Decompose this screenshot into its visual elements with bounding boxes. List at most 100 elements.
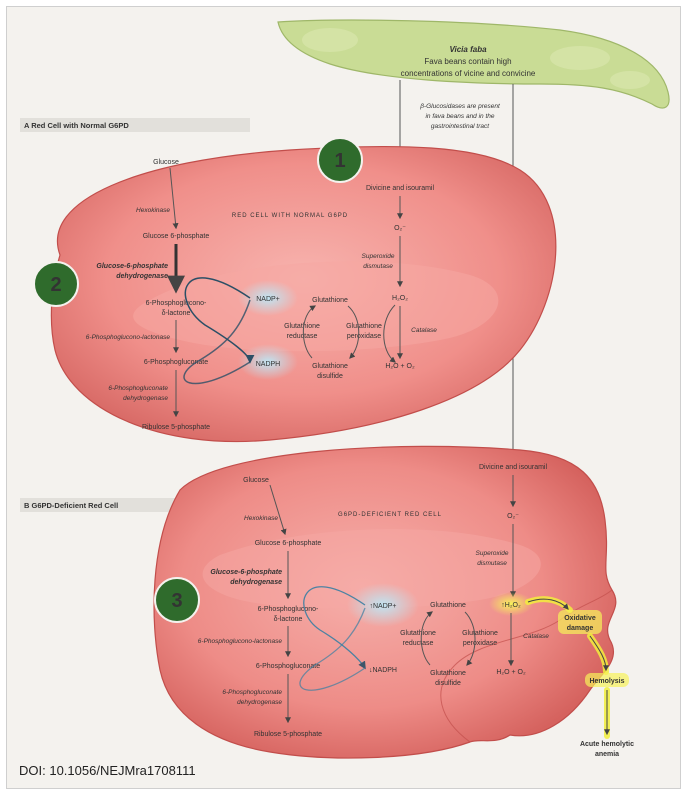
a-arrow-glucose <box>169 167 179 230</box>
b-hemolysis-box <box>585 673 629 687</box>
b-sod-1: Superoxide <box>476 550 509 557</box>
a-pg: 6-Phosphogluconate <box>144 359 208 366</box>
a-gr-2: reductase <box>287 333 318 340</box>
b-catalase: Catalase <box>523 633 549 640</box>
panel-b-header: B G6PD-Deficient Red Cell <box>24 501 118 510</box>
a-divicine: Divicine and isouramil <box>366 185 435 192</box>
b-sod-2: dismutase <box>477 560 507 567</box>
a-lactone-2: δ-lactone <box>162 310 191 317</box>
b-arrow-gr <box>420 611 433 666</box>
a-gr-1: Glutathione <box>284 323 320 330</box>
a-lactone-1: 6-Phosphoglucono- <box>146 300 207 307</box>
b-gd-2: disulfide <box>435 680 461 687</box>
cell-b-fold <box>440 589 613 743</box>
a-nadp: NADP+ <box>256 296 280 303</box>
a-pgd-2: dehydrogenase <box>123 395 168 402</box>
a-catalase: Catalase <box>411 327 437 334</box>
fava-line-1: Fava beans contain high <box>424 57 511 66</box>
b-gd-1: Glutathione <box>430 670 466 677</box>
b-pg: 6-Phosphogluconate <box>256 663 320 670</box>
b-nadp-glow <box>347 583 419 627</box>
a-superoxide: O₂⁻ <box>394 225 406 232</box>
a-glucose: Glucose <box>153 159 179 166</box>
b-oxidative-2: damage <box>567 625 594 632</box>
a-nadph: NADPH <box>256 361 281 368</box>
a-ribulose: Ribulose 5-phosphate <box>142 424 210 431</box>
badge-3-label: 3 <box>171 590 182 612</box>
b-arrow-glucose <box>269 484 287 536</box>
fava-line-2: concentrations of vicine and convicine <box>401 69 536 78</box>
badge-1-label: 1 <box>334 150 345 172</box>
b-h2o2-glow <box>489 592 533 616</box>
b-hemolysis: Hemolysis <box>589 678 624 685</box>
glucosidase-line-2: in fava beans and in the <box>425 113 494 120</box>
a-gd-1: Glutathione <box>312 363 348 370</box>
badge-2-label: 2 <box>50 274 61 296</box>
b-gr-1: Glutathione <box>400 630 436 637</box>
b-g6pd-1: Glucose-6-phosphate <box>210 569 282 576</box>
glucosidase-line-1: β-Glucosidases are present <box>419 103 501 110</box>
b-nadp: ↑NADP+ <box>369 603 396 610</box>
b-h2o2: ↑H₂O₂ <box>501 602 521 609</box>
a-sod-1: Superoxide <box>362 253 395 260</box>
b-glutathione: Glutathione <box>430 602 466 609</box>
b-lactonase: 6-Phosphoglucono-lactonase <box>198 638 283 645</box>
b-oxidative-1: Oxidative <box>564 615 596 622</box>
b-pgd-1: 6-Phosphogluconate <box>222 689 282 696</box>
b-water: H₂O + O₂ <box>496 669 526 676</box>
a-gd-2: disulfide <box>317 373 343 380</box>
a-lactonase: 6-Phosphoglucono-lactonase <box>86 334 171 341</box>
a-nadp-loop-1 <box>184 277 255 364</box>
b-hexokinase: Hexokinase <box>244 515 278 522</box>
b-gp-1: Glutathione <box>462 630 498 637</box>
a-nadp-glow <box>238 280 298 316</box>
cell-a-watermark: RED CELL WITH NORMAL G6PD <box>232 213 348 219</box>
badge-1: 1 <box>317 137 363 183</box>
b-glucose: Glucose <box>243 477 269 484</box>
b-superoxide: O₂⁻ <box>507 513 519 520</box>
a-gp-2: peroxidase <box>347 333 381 340</box>
a-pgd-1: 6-Phosphogluconate <box>108 385 168 392</box>
b-gr-2: reductase <box>403 640 434 647</box>
a-g6p: Glucose 6-phosphate <box>143 233 210 240</box>
glucosidase-line-3: gastrointestinal tract <box>431 123 490 130</box>
b-nadp-loop-2 <box>299 607 366 691</box>
b-divicine: Divicine and isouramil <box>479 464 548 471</box>
a-arrow-h2o2-to-water <box>383 304 396 363</box>
a-g6pd-2: dehydrogenase <box>116 273 168 280</box>
a-g6pd-1: Glucose-6-phosphate <box>96 263 168 270</box>
b-g6pd-2: dehydrogenase <box>230 579 282 586</box>
a-sod-2: dismutase <box>363 263 393 270</box>
a-hexokinase: Hexokinase <box>136 207 170 214</box>
cell-b-highlight <box>202 528 541 609</box>
a-arrow-gp <box>347 305 360 359</box>
panel-a-header-bar <box>20 118 250 132</box>
badge-2: 2 <box>33 261 79 307</box>
b-g6p: Glucose 6-phosphate <box>255 540 322 547</box>
b-pgd-2: dehydrogenase <box>237 699 282 706</box>
a-gp-1: Glutathione <box>346 323 382 330</box>
b-anemia-2: anemia <box>595 751 619 758</box>
b-lactone-2: δ-lactone <box>274 616 303 623</box>
a-nadph-glow <box>238 344 298 380</box>
doi-citation: DOI: 10.1056/NEJMra1708111 <box>19 763 196 778</box>
b-anemia-1: Acute hemolytic <box>580 741 634 748</box>
b-arrow-gp <box>464 611 476 666</box>
b-arrow-to-hemolysis <box>589 635 609 672</box>
panel-a-header: A Red Cell with Normal G6PD <box>24 121 129 130</box>
a-glutathione: Glutathione <box>312 297 348 304</box>
fava-title: Vicia faba <box>449 45 487 54</box>
b-damage-box <box>558 610 602 634</box>
b-nadph: ↓NADPH <box>369 667 397 674</box>
b-nadp-loop-1 <box>303 586 366 670</box>
a-arrow-gr <box>302 305 317 359</box>
badge-3: 3 <box>154 577 200 623</box>
a-water: H₂O + O₂ <box>385 363 415 370</box>
a-h2o2: H₂O₂ <box>392 295 408 302</box>
b-gp-2: peroxidase <box>463 640 497 647</box>
b-ribulose: Ribulose 5-phosphate <box>254 731 322 738</box>
cell-b-watermark: G6PD-DEFICIENT RED CELL <box>338 512 442 518</box>
b-arrow-to-damage <box>527 598 569 610</box>
